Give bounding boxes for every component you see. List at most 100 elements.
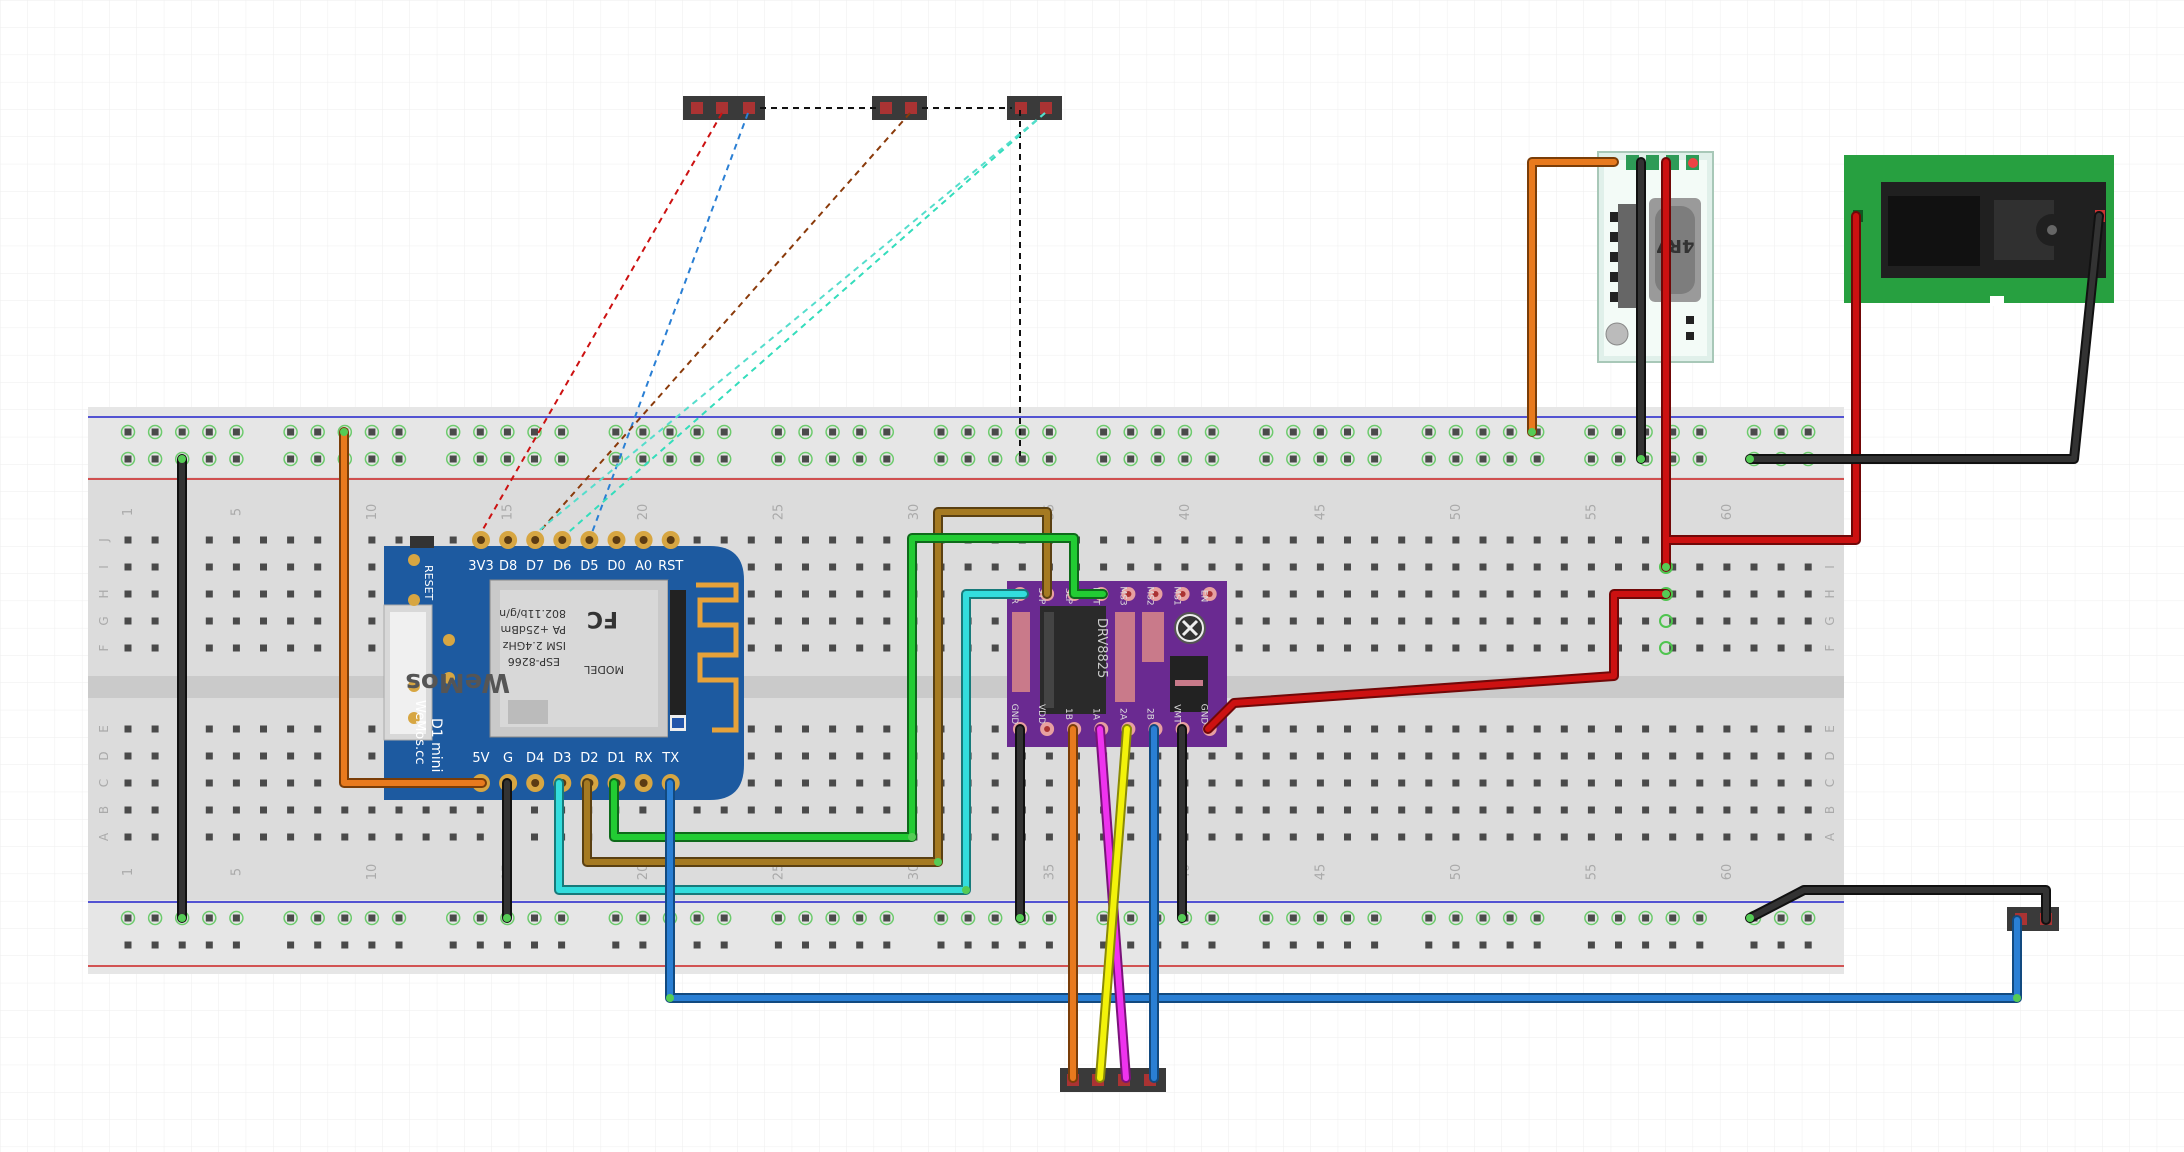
rail-hole-highlight xyxy=(689,424,705,440)
rail-hole-highlight xyxy=(608,451,624,467)
breadboard-hole xyxy=(964,563,972,571)
breadboard-hole xyxy=(1344,590,1351,598)
breadboard-hole xyxy=(1371,644,1379,652)
rail-hole-highlight xyxy=(1258,451,1274,467)
breadboard-hole xyxy=(747,779,755,787)
breadboard-hole xyxy=(314,617,322,625)
wire-green-d1-stp[interactable] xyxy=(609,533,1108,842)
rail-hole-highlight xyxy=(1475,910,1491,926)
header-3pin-left[interactable] xyxy=(683,96,765,120)
buck-converter[interactable]: 4R7 xyxy=(1597,151,1714,363)
rail-hole xyxy=(991,914,999,922)
wire-orange-buck-rail[interactable] xyxy=(1527,157,1619,437)
breadboard-hole xyxy=(774,644,782,652)
rail-hole-highlight xyxy=(527,451,542,467)
rail-hole-highlight xyxy=(1123,910,1138,926)
rail-hole-highlight xyxy=(1204,910,1220,926)
breadboard-hole xyxy=(1316,644,1324,652)
rail-hole-highlight xyxy=(1502,424,1518,440)
breadboard-hole xyxy=(1371,752,1379,760)
breadboard-hole xyxy=(1452,617,1460,625)
breadboard-hole xyxy=(1560,779,1568,787)
rail-hole xyxy=(368,455,376,463)
rail-hole-highlight xyxy=(608,424,624,440)
rail-hole xyxy=(666,428,674,436)
rail-hole xyxy=(1669,941,1677,949)
wire-orange-5v[interactable] xyxy=(339,427,487,788)
breadboard-hole xyxy=(774,617,782,625)
column-number-top: 20 xyxy=(636,504,651,521)
rail-hole-highlight xyxy=(283,424,298,440)
breadboard-hole xyxy=(774,806,782,814)
breadboard-hole xyxy=(1262,806,1270,814)
breadboard-hole xyxy=(720,536,728,544)
breadboard-hole xyxy=(1100,536,1108,544)
rail-hole xyxy=(1100,914,1108,922)
dc-jack-board[interactable] xyxy=(1844,155,2114,306)
breadboard-hole xyxy=(1804,779,1812,787)
breadboard-hole xyxy=(205,833,213,841)
rail-hole xyxy=(1615,914,1622,922)
rail-hole xyxy=(829,428,837,436)
breadboard-hole xyxy=(287,590,295,598)
breadboard-hole xyxy=(1777,644,1785,652)
rail-hole xyxy=(883,914,891,922)
rail-hole-highlight xyxy=(310,910,325,926)
breadboard-hole xyxy=(1669,725,1677,733)
breadboard-hole xyxy=(1425,563,1433,571)
rail-hole-highlight xyxy=(798,424,813,440)
wire-yellow-motor[interactable] xyxy=(1095,724,1132,1083)
breadboard-hole xyxy=(124,806,132,814)
rail-hole xyxy=(1344,428,1351,436)
rail-hole xyxy=(774,455,782,463)
wire-red-buck-jack[interactable] xyxy=(1661,157,1861,572)
rail-hole-highlight xyxy=(1800,910,1816,926)
wire-black-jack-gnd[interactable] xyxy=(1745,211,2104,464)
rail-hole-highlight xyxy=(283,451,298,467)
driver-pin-label: GND xyxy=(1009,704,1019,725)
wire-blue-tx[interactable] xyxy=(665,778,2022,1003)
header-2pin-middle[interactable] xyxy=(872,96,927,120)
breadboard-hole xyxy=(1344,644,1351,652)
rail-hole xyxy=(1642,941,1650,949)
rail-hole-highlight xyxy=(445,424,461,440)
wire-red-vmot[interactable] xyxy=(1203,589,1671,734)
brand-small: WeMos.cc xyxy=(412,700,427,764)
column-number-top: 60 xyxy=(1720,504,1735,521)
breadboard-hole xyxy=(1289,806,1297,814)
rail-hole-highlight xyxy=(1665,910,1680,926)
breadboard-hole xyxy=(1425,725,1433,733)
row-letter: B xyxy=(97,806,111,814)
trim-pot[interactable] xyxy=(1605,322,1629,346)
rail-hole xyxy=(1425,428,1433,436)
breadboard-hole xyxy=(1344,779,1351,787)
breadboard-hole xyxy=(314,779,322,787)
rail-hole xyxy=(287,941,295,949)
breadboard-hole xyxy=(1127,779,1135,787)
column-number-bottom: 5 xyxy=(229,868,244,876)
rail-hole xyxy=(476,428,484,436)
breadboard-hole xyxy=(287,536,295,544)
breadboard-hole xyxy=(1235,563,1243,571)
wemos-d1-mini[interactable]: RESET FC 802.11b/g/n PA +25dBm ISM 2.4GH… xyxy=(383,531,744,800)
breadboard-hole xyxy=(1804,725,1812,733)
breadboard-hole xyxy=(205,644,213,652)
rail-hole xyxy=(1018,941,1026,949)
row-letter: D xyxy=(1823,751,1837,760)
rail-hole xyxy=(1289,428,1297,436)
breadboard-hole xyxy=(1289,590,1297,598)
wire-brown-d2[interactable] xyxy=(582,507,1052,867)
rail-hole xyxy=(720,455,728,463)
rail-hole-highlight xyxy=(960,910,976,926)
rail-hole xyxy=(449,428,457,436)
header-2pin-right[interactable] xyxy=(1007,96,1062,120)
rail-hole xyxy=(1587,914,1595,922)
breadboard-hole xyxy=(802,563,809,571)
breadboard-hole xyxy=(1587,536,1595,544)
breadboard-hole xyxy=(991,725,999,733)
wire-black-switch-gnd[interactable] xyxy=(1745,885,2051,925)
rail-hole-highlight xyxy=(1638,910,1653,926)
breadboard-hole xyxy=(856,617,864,625)
rail-hole-highlight xyxy=(987,424,1003,440)
